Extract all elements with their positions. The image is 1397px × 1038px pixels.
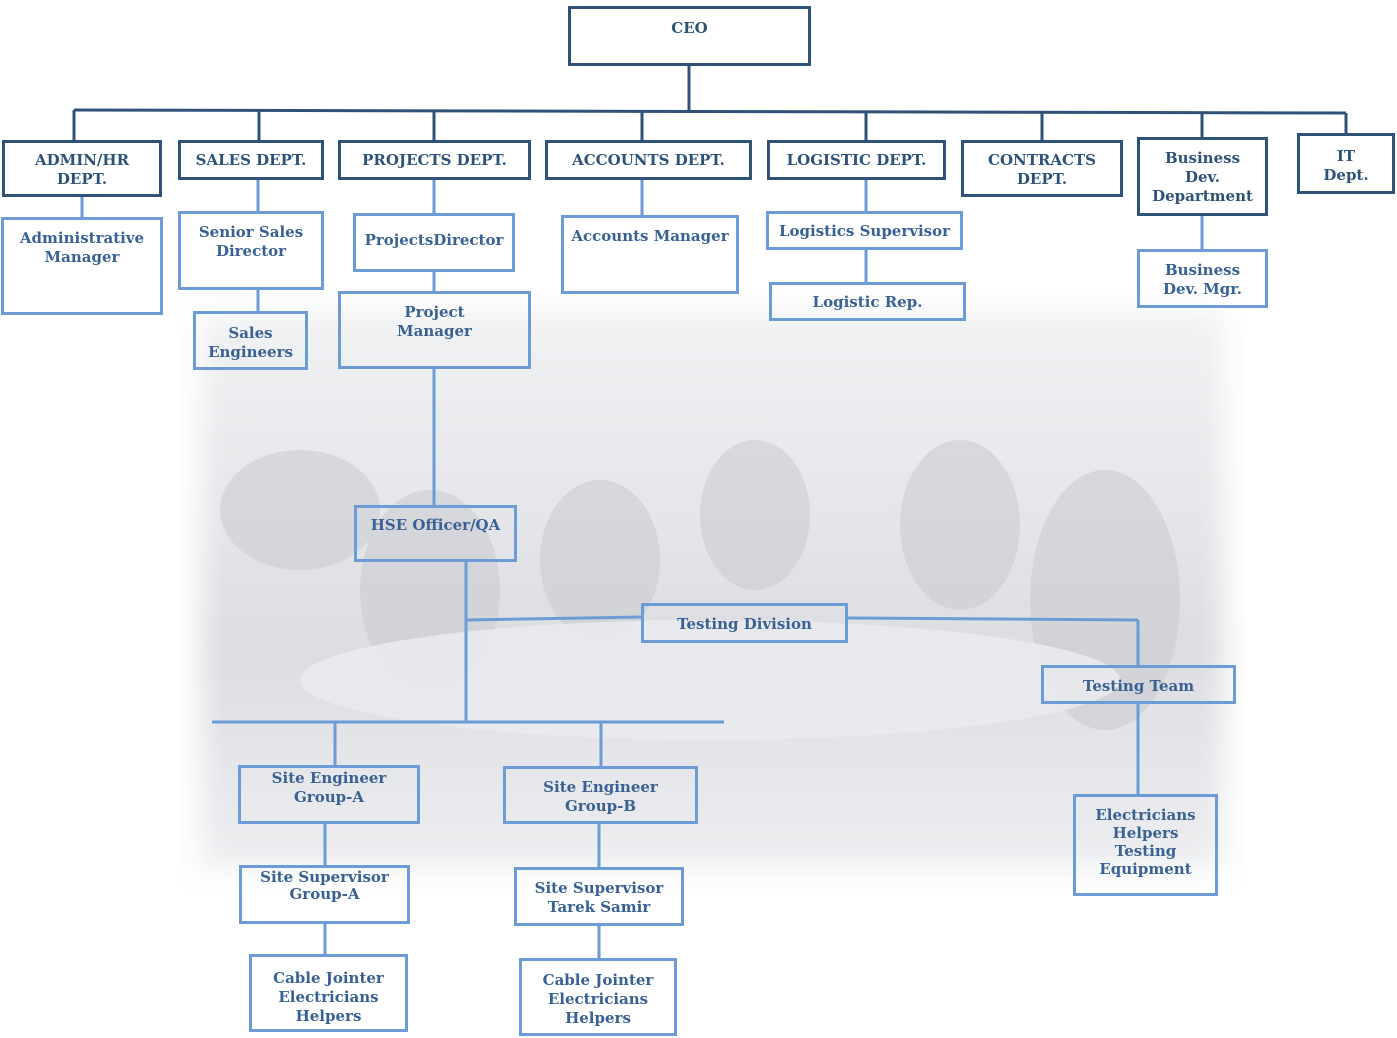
dept-contracts-label: CONTRACTS DEPT.	[988, 151, 1096, 188]
electricians-testing-box: Electricians Helpers Testing Equipment	[1073, 794, 1218, 896]
cable-jointer-b-box: Cable Jointer Electricians Helpers	[519, 958, 677, 1036]
business-dev-mgr-box: Business Dev. Mgr.	[1137, 249, 1268, 308]
dept-accounts-label: ACCOUNTS DEPT.	[572, 151, 725, 169]
cable-jointer-a-label: Cable Jointer Electricians Helpers	[273, 969, 384, 1025]
logistic-rep-box: Logistic Rep.	[769, 282, 966, 321]
senior-sales-director-label: Senior Sales Director	[198, 223, 304, 260]
projects-director-label: ProjectsDirector	[364, 231, 504, 249]
dept-projects-label: PROJECTS DEPT.	[362, 151, 507, 169]
site-supervisor-b-label: Site Supervisor Tarek Samir	[534, 879, 664, 916]
admin-manager-box: Administrative Manager	[1, 217, 163, 315]
dept-sales: SALES DEPT.	[178, 140, 324, 180]
dept-contracts: CONTRACTS DEPT.	[961, 140, 1123, 197]
dept-accounts: ACCOUNTS DEPT.	[545, 140, 752, 180]
site-supervisor-a-label: Site Supervisor Group-A	[260, 868, 389, 903]
logistics-supervisor-label: Logistics Supervisor	[778, 222, 951, 240]
cable-jointer-a-box: Cable Jointer Electricians Helpers	[249, 954, 408, 1032]
dept-business-dev: Business Dev. Department	[1137, 137, 1268, 216]
accounts-manager-box: Accounts Manager	[561, 215, 739, 294]
hse-officer-label: HSE Officer/QA	[370, 516, 501, 534]
dept-logistic: LOGISTIC DEPT.	[767, 140, 946, 180]
dept-projects: PROJECTS DEPT.	[338, 140, 531, 180]
testing-division-label: Testing Division	[677, 615, 812, 633]
project-manager-box: Project Manager	[338, 291, 531, 369]
cable-jointer-b-label: Cable Jointer Electricians Helpers	[542, 971, 654, 1027]
dept-logistic-label: LOGISTIC DEPT.	[786, 151, 927, 169]
accounts-manager-label: Accounts Manager	[571, 227, 729, 245]
sales-engineers-box: Sales Engineers	[193, 311, 308, 370]
ceo-box: CEO	[568, 6, 811, 66]
site-engineer-b-label: Site Engineer Group-B	[543, 778, 658, 815]
project-manager-label: Project Manager	[397, 303, 472, 340]
projects-director-box: ProjectsDirector	[353, 213, 515, 272]
site-supervisor-b-box: Site Supervisor Tarek Samir	[514, 867, 684, 926]
dept-it: IT Dept.	[1297, 133, 1395, 194]
dept-admin-hr: ADMIN/HR DEPT.	[2, 140, 162, 197]
site-engineer-b-box: Site Engineer Group-B	[503, 766, 698, 824]
testing-team-label: Testing Team	[1082, 677, 1195, 695]
hse-officer-box: HSE Officer/QA	[354, 505, 517, 562]
testing-team-box: Testing Team	[1041, 665, 1236, 704]
admin-manager-label: Administrative Manager	[19, 229, 145, 266]
dept-admin-hr-label: ADMIN/HR DEPT.	[34, 151, 130, 188]
senior-sales-director-box: Senior Sales Director	[178, 211, 324, 290]
dept-it-label: IT Dept.	[1323, 147, 1369, 184]
logistics-supervisor-box: Logistics Supervisor	[766, 211, 963, 250]
site-engineer-a-label: Site Engineer Group-A	[271, 769, 387, 806]
background-meeting-photo	[180, 290, 1245, 890]
sales-engineers-label: Sales Engineers	[208, 324, 293, 361]
dept-business-dev-label: Business Dev. Department	[1152, 149, 1253, 205]
testing-division-box: Testing Division	[641, 603, 848, 643]
ceo-label: CEO	[671, 19, 708, 37]
dept-sales-label: SALES DEPT.	[195, 151, 307, 169]
site-supervisor-a-box: Site Supervisor Group-A	[239, 865, 410, 924]
site-engineer-a-box: Site Engineer Group-A	[238, 765, 420, 824]
logistic-rep-label: Logistic Rep.	[812, 293, 923, 311]
electricians-testing-label: Electricians Helpers Testing Equipment	[1095, 806, 1196, 878]
business-dev-mgr-label: Business Dev. Mgr.	[1162, 261, 1243, 298]
